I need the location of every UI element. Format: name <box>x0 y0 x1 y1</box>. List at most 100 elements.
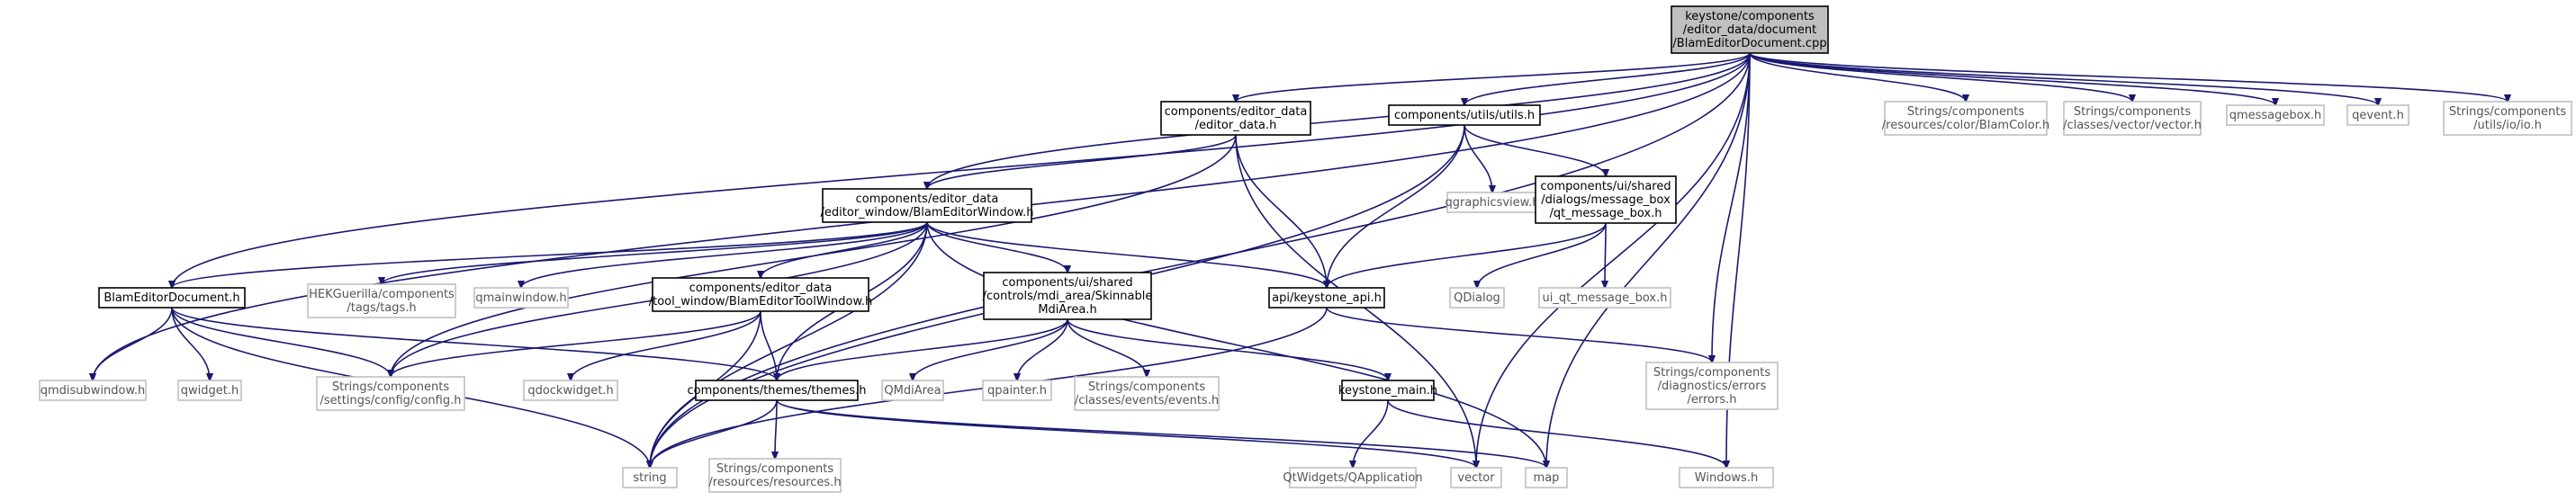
node-label-line: QtWidgets/QApplication <box>1283 471 1422 485</box>
edge-blameditortoolwindow_h-to-themes_h <box>760 310 777 380</box>
node-label-line: /diagnostics/errors <box>1658 380 1767 393</box>
edge-blameditorwindow_h-to-blameditordocument_h <box>172 221 928 288</box>
edge-blameditorwindow_h-to-blameditortoolwindow_h <box>761 221 928 278</box>
edge-qt_message_box_h-to-keystone_api_h <box>1327 222 1607 288</box>
node-blameditorwindow-h[interactable]: components/editor_data/editor_window/Bla… <box>821 188 1034 223</box>
edge-root-to-map <box>1546 52 1751 468</box>
node-string: string <box>622 467 678 488</box>
node-box <box>1268 287 1385 309</box>
node-label-line: keystone/components <box>1685 10 1815 23</box>
node-label-line: /qt_message_box.h <box>1549 207 1662 220</box>
node-qdialog: QDialog <box>1449 287 1505 309</box>
node-label-line: Strings/components <box>2074 105 2191 119</box>
node-box <box>1341 380 1435 401</box>
node-box <box>1538 287 1671 309</box>
edge-keystone_api_h-to-errors_h <box>1326 307 1712 362</box>
node-box <box>2443 101 2572 136</box>
edge-qt_message_box_h-to-ui_qt_message_box_h <box>1605 222 1606 288</box>
edge-root-to-io_h <box>1749 52 2508 102</box>
node-box <box>622 467 678 488</box>
node-box <box>1645 362 1779 410</box>
node-box <box>881 380 944 401</box>
node-label-line: /classes/events/events.h <box>1075 394 1219 407</box>
node-label-line: MdiArea.h <box>1038 303 1096 317</box>
node-label-line: Strings/components <box>1907 105 2024 119</box>
node-themes-h[interactable]: components/themes/themes.h <box>688 380 867 401</box>
edge-root-to-qmessagebox_h <box>1749 52 2275 105</box>
edge-blameditorwindow_h-to-keystone_api_h <box>926 221 1327 288</box>
node-label-line: components/ui/shared <box>1002 276 1132 290</box>
node-events-h: Strings/components/classes/events/events… <box>1074 376 1220 411</box>
node-label-line: /resources/resources.h <box>708 476 841 489</box>
node-label-line: /classes/vector/vector.h <box>2063 119 2202 132</box>
node-box <box>1449 287 1505 309</box>
node-label-line: BlamEditorDocument.h <box>104 291 239 305</box>
node-qt-message-box-h[interactable]: components/ui/shared/dialogs/message_box… <box>1535 175 1677 224</box>
edge-editor_data_h-to-keystone_api_h <box>1235 134 1327 288</box>
node-label-line: Strings/components <box>1088 380 1205 394</box>
node-box <box>39 380 147 401</box>
node-box <box>652 277 869 312</box>
node-errors-h: Strings/components/diagnostics/errors/er… <box>1645 362 1779 410</box>
node-label-line: map <box>1534 471 1560 485</box>
node-qgraphicsview-h: qgraphicsview.h <box>1446 192 1539 213</box>
node-label-line: /controls/mdi_area/Skinnable <box>983 290 1153 303</box>
edge-utils_h-to-qt_message_box_h <box>1464 124 1606 176</box>
node-label-line: keystone_main.h <box>1338 384 1437 398</box>
node-keystone-main-h[interactable]: keystone_main.h <box>1338 380 1437 401</box>
node-box <box>1535 175 1677 224</box>
node-box <box>2226 104 2325 126</box>
node-label-line: HEKGuerilla/components <box>309 288 455 301</box>
edge-blameditortoolwindow_h-to-qdockwidget_h <box>571 310 761 380</box>
node-box <box>177 380 242 401</box>
node-blameditortoolwindow-h[interactable]: components/editor_data/tool_window/BlamE… <box>649 277 873 312</box>
node-keystone-api-h[interactable]: api/keystone_api.h <box>1268 287 1385 309</box>
node-blameditordocument-h[interactable]: BlamEditorDocument.h <box>98 287 246 309</box>
edge-keystone_main_h-to-windows_h <box>1387 399 1726 468</box>
node-label-line: components/editor_data <box>856 192 999 206</box>
node-label-line: api/keystone_api.h <box>1272 291 1382 305</box>
node-qmessagebox-h: qmessagebox.h <box>2226 104 2325 126</box>
node-label-line: /errors.h <box>1688 393 1737 407</box>
node-box <box>983 272 1152 320</box>
node-label-line: Windows.h <box>1695 471 1758 485</box>
node-blamcolor-h: Strings/components/resources/color/BlamC… <box>1882 101 2049 136</box>
node-utils-h[interactable]: components/utils/utils.h <box>1388 104 1541 126</box>
node-label-line: /tool_window/BlamEditorToolWindow.h <box>649 295 873 309</box>
node-box <box>2346 104 2409 126</box>
node-label-line: qmdisubwindow.h <box>41 384 146 398</box>
node-box <box>695 380 859 401</box>
node-qwidget-h: qwidget.h <box>177 380 242 401</box>
edge-blameditorwindow_h-to-skinnablemdiarea_h <box>926 221 1067 273</box>
node-qpainter-h: qpainter.h <box>982 380 1052 401</box>
node-label-line: /BlamEditorDocument.cpp <box>1672 37 1826 50</box>
node-box <box>1884 101 2048 136</box>
node-label-line: /utils/io/io.h <box>2473 119 2542 132</box>
node-box <box>307 283 456 318</box>
node-label-line: Strings/components <box>1653 366 1770 380</box>
edge-blameditordocument_h-to-qwidget_h <box>171 307 210 380</box>
edge-root-to-blameditorwindow_h <box>927 52 1751 189</box>
node-label-line: /tags/tags.h <box>347 301 416 315</box>
node-box <box>1074 376 1220 411</box>
node-box <box>1671 5 1829 54</box>
edge-skinnablemdiarea_h-to-themes_h <box>777 318 1068 380</box>
edges <box>93 52 2508 468</box>
node-label-line: /resources/color/BlamColor.h <box>1882 119 2049 132</box>
node-qmdisubwindow-h: qmdisubwindow.h <box>39 380 147 401</box>
edge-root-to-qevent_h <box>1749 52 2378 105</box>
node-skinnablemdiarea-h[interactable]: components/ui/shared/controls/mdi_area/S… <box>983 272 1153 320</box>
edge-root-to-errors_h <box>1712 52 1751 362</box>
edge-blameditorwindow_h-to-tags_h <box>382 221 928 284</box>
edge-themes_h-to-resources_h <box>775 399 777 459</box>
node-tags-h: HEKGuerilla/components/tags/tags.h <box>307 283 456 318</box>
node-editor-data-h[interactable]: components/editor_data/editor_data.h <box>1160 101 1311 136</box>
node-label-line: ui_qt_message_box.h <box>1543 291 1668 305</box>
node-qdockwidget-h: qdockwidget.h <box>523 380 618 401</box>
node-label-line: components/utils/utils.h <box>1394 109 1535 122</box>
edge-blameditorwindow_h-to-string <box>650 221 928 468</box>
edge-blameditortoolwindow_h-to-config_h <box>391 310 761 377</box>
node-label-line: qevent.h <box>2352 109 2404 122</box>
node-root[interactable]: keystone/components/editor_data/document… <box>1671 5 1829 54</box>
node-qmainwindow-h: qmainwindow.h <box>473 287 569 309</box>
